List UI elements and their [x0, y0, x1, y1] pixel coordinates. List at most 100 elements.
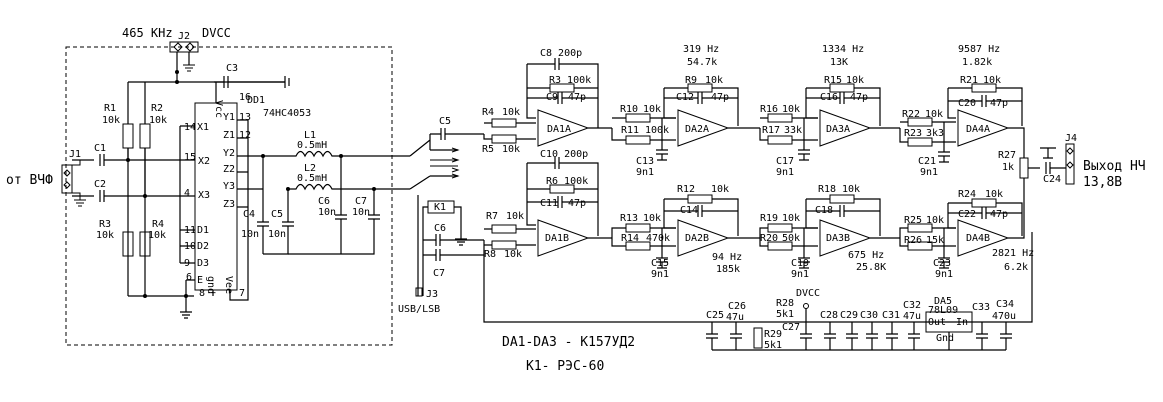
l1 [263, 150, 410, 158]
r29 [753, 327, 763, 349]
s3-f2: 675 Hz [848, 250, 884, 261]
da1b-label: DA1B [545, 233, 569, 244]
da4a-opamp [957, 109, 1010, 147]
r1 [122, 123, 134, 149]
r21-label: R21 [960, 75, 978, 86]
da3b-opamp [819, 219, 872, 257]
c20-value: 47p [990, 98, 1008, 109]
s1-r7-label: R7 [486, 211, 498, 222]
r28-value: 5k1 [776, 309, 794, 320]
s3-f1b: 13K [830, 57, 848, 68]
da5-gnd: Gnd [936, 333, 954, 344]
r13-value: 10k [643, 213, 661, 224]
c30-label: C30 [860, 310, 878, 321]
svg-text:Y3: Y3 [223, 181, 235, 192]
c24-label: C24 [1043, 174, 1061, 185]
da1a-opamp [537, 109, 590, 147]
svg-text:E: E [197, 275, 203, 286]
c22-label: C22 [958, 209, 976, 220]
c19-label: C19 [791, 258, 809, 269]
r27-label: R27 [998, 150, 1016, 161]
s3-f1: 1334 Hz [822, 44, 864, 55]
c33-label: C33 [972, 302, 990, 313]
c23-label: C23 [933, 258, 951, 269]
c21-label: C21 [918, 156, 936, 167]
svg-text:D1: D1 [197, 225, 209, 236]
c10-label: C10 200p [540, 149, 588, 160]
c11-value: 47p [568, 198, 586, 209]
svg-text:Vee: Vee [223, 276, 234, 294]
r2-value: 10k [149, 115, 167, 126]
c6-label: C6 [318, 196, 330, 207]
r2-label: R2 [151, 103, 163, 114]
c7-label: C7 [355, 196, 367, 207]
r4-label: R4 [152, 219, 164, 230]
svg-text:7: 7 [239, 288, 245, 299]
r25-value: 10k [926, 215, 944, 226]
j3-label: J3 [426, 289, 438, 300]
r3 [122, 231, 134, 257]
da2a-label: DA2A [685, 124, 709, 135]
l1-value: 0.5mH [297, 140, 327, 151]
c34-value: 470u [992, 311, 1016, 322]
output-voltage: 13,8В [1083, 175, 1122, 190]
r9-value: 10k [705, 75, 723, 86]
r11-value: 100k [645, 125, 669, 136]
da4a-label: DA4A [966, 124, 990, 135]
da3a-label: DA3A [826, 124, 850, 135]
r16-value: 10k [782, 104, 800, 115]
c31-label: C31 [882, 310, 900, 321]
s4-f2b: 6.2k [1004, 262, 1028, 273]
k1-label: K1 [434, 202, 446, 213]
s1-r5-label: R5 [482, 144, 494, 155]
r18-label: R18 [818, 184, 836, 195]
r14-label: R14 [621, 233, 639, 244]
mid-c5-label: C5 [439, 116, 451, 127]
r15-value: 10k [846, 75, 864, 86]
j1-connector [61, 164, 73, 194]
j2-label: J2 [178, 31, 190, 42]
freq-label: 465 KHz [122, 26, 173, 40]
svg-text:D2: D2 [197, 241, 209, 252]
r10-label: R10 [620, 104, 638, 115]
s4-f1b: 1.82k [962, 57, 992, 68]
c28-label: C28 [820, 310, 838, 321]
s1-r5 [491, 134, 517, 144]
da5-label: DA5 [934, 296, 952, 307]
r21-value: 10k [983, 75, 1001, 86]
ic-note: DA1-DA3 - К157УД2 [502, 335, 635, 350]
da1b-opamp [537, 219, 590, 257]
svg-text:Z2: Z2 [223, 164, 235, 175]
r22-label: R22 [902, 109, 920, 120]
c7-value: 10n [352, 207, 370, 218]
r17-label: R17 [762, 125, 780, 136]
c19-value: 9n1 [791, 269, 809, 280]
r1-value: 10k [102, 115, 120, 126]
r19-value: 10k [782, 213, 800, 224]
svg-text:15: 15 [184, 152, 196, 163]
s1-r8-label: R8 [484, 249, 496, 260]
c17-label: C17 [776, 156, 794, 167]
j3-connector [415, 287, 423, 297]
c32-value: 47u [903, 311, 921, 322]
r29-label: R29 [764, 329, 782, 340]
r23-value: 3k3 [926, 128, 944, 139]
c6-value: 10n [318, 207, 336, 218]
r3-value: 10k [96, 230, 114, 241]
c11-label: C11 [540, 198, 558, 209]
s1-r6-label: R6 100k [546, 176, 588, 187]
c32-label: C32 [903, 300, 921, 311]
s1-r3-label: R3 100k [549, 75, 591, 86]
da2b-opamp [677, 219, 730, 257]
j2-connector [169, 41, 199, 53]
c26-value: 47u [726, 312, 744, 323]
l2-label: L2 [304, 163, 316, 174]
da5-out: Out [928, 317, 946, 328]
r15-label: R15 [824, 75, 842, 86]
c34-label: C34 [996, 299, 1014, 310]
svg-text:14: 14 [184, 122, 196, 133]
svg-text:8: 8 [199, 288, 205, 299]
da1a-label: DA1A [547, 124, 571, 135]
r24-label: R24 [958, 189, 976, 200]
